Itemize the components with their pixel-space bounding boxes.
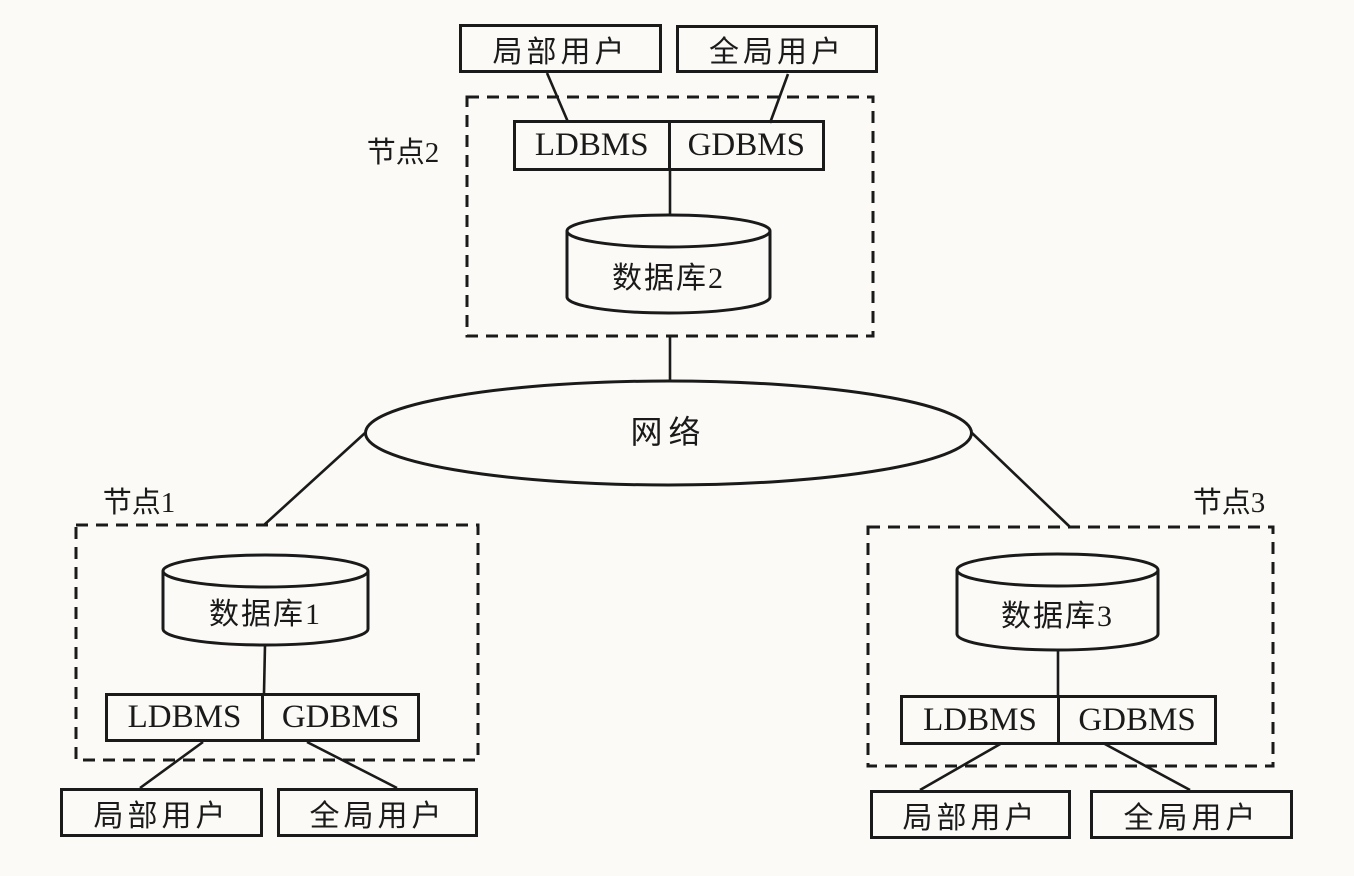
node2-database-label: 数据库2 — [612, 262, 725, 295]
connector-node3-gdbms-globalusers — [1102, 741, 1191, 792]
node3-boundary — [866, 525, 1275, 768]
node1-gdbms-cell: GDBMS — [281, 699, 400, 735]
connector-node1-database-dbms — [262, 644, 267, 694]
node1-local-users-box: 局部用户 — [60, 788, 263, 837]
node2-dbms-box: LDBMS GDBMS — [513, 120, 825, 171]
connector-network-node3 — [971, 432, 1071, 528]
connector-node2-globalusers-gdbms — [768, 73, 790, 124]
connector-network-node1 — [263, 432, 366, 526]
node1-label: 节点1 — [102, 487, 176, 519]
database3-cylinder — [955, 552, 1160, 652]
node3-ldbms-cell: LDBMS — [903, 698, 1060, 742]
node1-dbms-box: LDBMS GDBMS — [105, 693, 420, 742]
connector-node1-gdbms-globalusers — [306, 740, 398, 790]
connector-node1-ldbms-localusers — [139, 740, 204, 790]
node1-global-users-box: 全局用户 — [277, 788, 478, 837]
node1-database-label: 数据库1 — [209, 598, 322, 631]
connector-node2-localusers-ldbms — [545, 72, 570, 123]
network-ellipse — [364, 379, 973, 487]
node3-dbms-box: LDBMS GDBMS — [900, 695, 1217, 745]
node3-gdbms-cell: GDBMS — [1078, 701, 1196, 738]
network-label: 网络 — [630, 414, 707, 450]
node2-label: 节点2 — [366, 137, 440, 169]
database2-cylinder — [565, 213, 772, 315]
node2-ldbms-cell: LDBMS — [516, 123, 671, 168]
connector-node3-ldbms-localusers — [919, 741, 1003, 792]
node1-ldbms-cell: LDBMS — [108, 696, 264, 739]
node1-boundary — [74, 523, 480, 762]
node2-gdbms-cell: GDBMS — [687, 127, 805, 163]
node3-label: 节点3 — [1192, 487, 1266, 519]
database1-cylinder — [161, 553, 370, 647]
node2-global-users-box: 全局用户 — [676, 25, 878, 73]
node2-local-users-box: 局部用户 — [459, 24, 662, 73]
node3-global-users-box: 全局用户 — [1090, 790, 1293, 839]
node3-database-label: 数据库3 — [1001, 600, 1114, 633]
node3-local-users-box: 局部用户 — [870, 790, 1071, 839]
